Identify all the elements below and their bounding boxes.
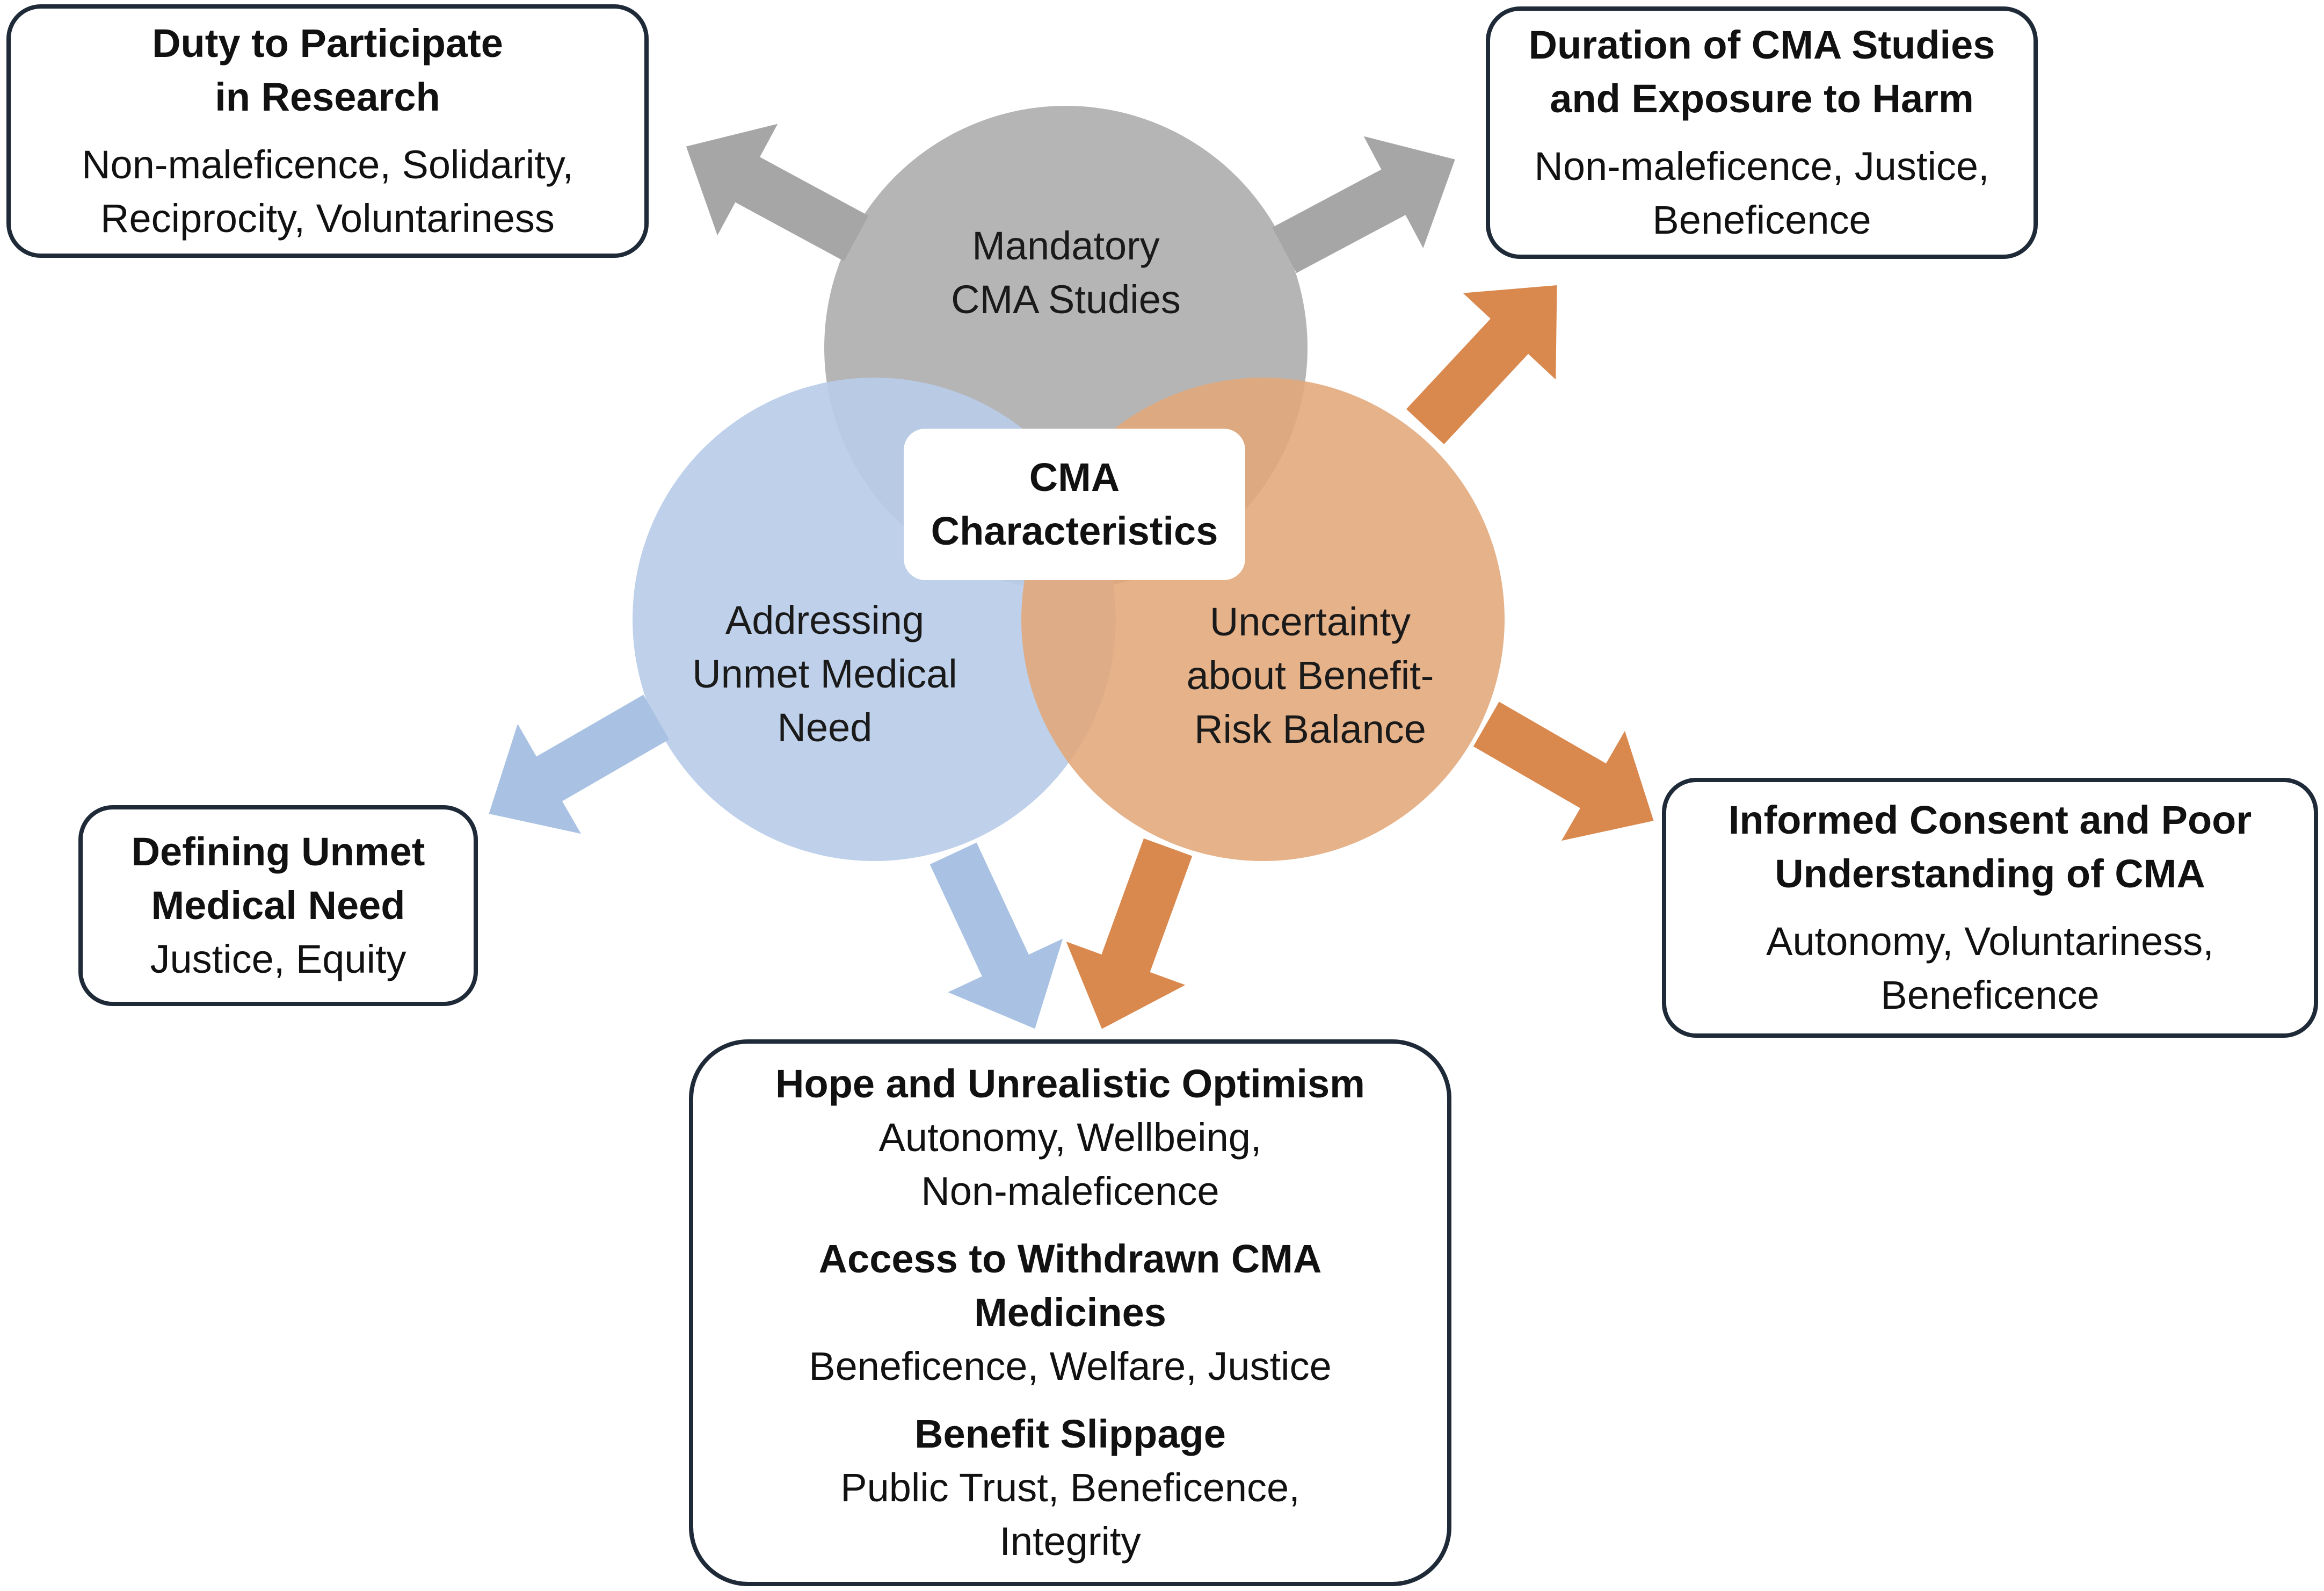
box-consent-title: Informed Consent and Poor Understanding … [1728,798,2252,896]
box-defining-title: Defining Unmet Medical Need [131,829,425,928]
circle-label-unmet-need: Addressing Unmet Medical Need [692,598,957,750]
hope-values: Autonomy, Wellbeing, Non-maleficence [878,1115,1262,1213]
box-bottom-issues: Hope and Unrealistic Optimism Autonomy, … [689,1039,1451,1586]
arrow-to-duration-gray [1272,136,1455,273]
box-duration-of-studies: Duration of CMA Studies and Exposure to … [1486,6,2038,259]
box-duty-values: Non-maleficence, Solidarity, Reciprocity… [82,142,573,241]
arrow-to-duty [686,124,869,262]
box-defining-values: Justice, Equity [150,937,406,981]
box-defining-unmet-need: Defining Unmet Medical Need Justice, Equ… [78,805,478,1006]
access-title: Access to Withdrawn CMA Medicines [818,1236,1322,1335]
box-duration-values: Non-maleficence, Justice, Beneficence [1534,144,1989,242]
arrow-orange-to-bottom [1066,838,1193,1029]
arrow-to-defining [489,695,670,834]
box-consent-values: Autonomy, Voluntariness, Beneficence [1766,919,2214,1017]
circle-label-mandatory: Mandatory CMA Studies [951,223,1181,322]
center-title: CMA Characteristics [931,455,1218,553]
hope-title: Hope and Unrealistic Optimism [775,1061,1365,1106]
access-values: Beneficence, Welfare, Justice [809,1344,1332,1388]
slippage-values: Public Trust, Beneficence, Integrity [840,1465,1300,1564]
arrow-to-consent [1473,702,1654,841]
arrow-blue-to-bottom [929,842,1063,1029]
box-duty-to-participate: Duty to Participate in Research Non-male… [6,4,649,258]
box-duty-title: Duty to Participate in Research [152,21,503,119]
center-cma-characteristics: CMA Characteristics [904,429,1245,580]
box-informed-consent: Informed Consent and Poor Understanding … [1662,778,2318,1038]
box-duration-title: Duration of CMA Studies and Exposure to … [1528,23,1995,121]
arrow-to-duration-orange [1406,285,1557,445]
slippage-title: Benefit Slippage [914,1412,1226,1456]
circle-label-uncertainty: Uncertainty about Benefit- Risk Balance [1186,599,1434,751]
